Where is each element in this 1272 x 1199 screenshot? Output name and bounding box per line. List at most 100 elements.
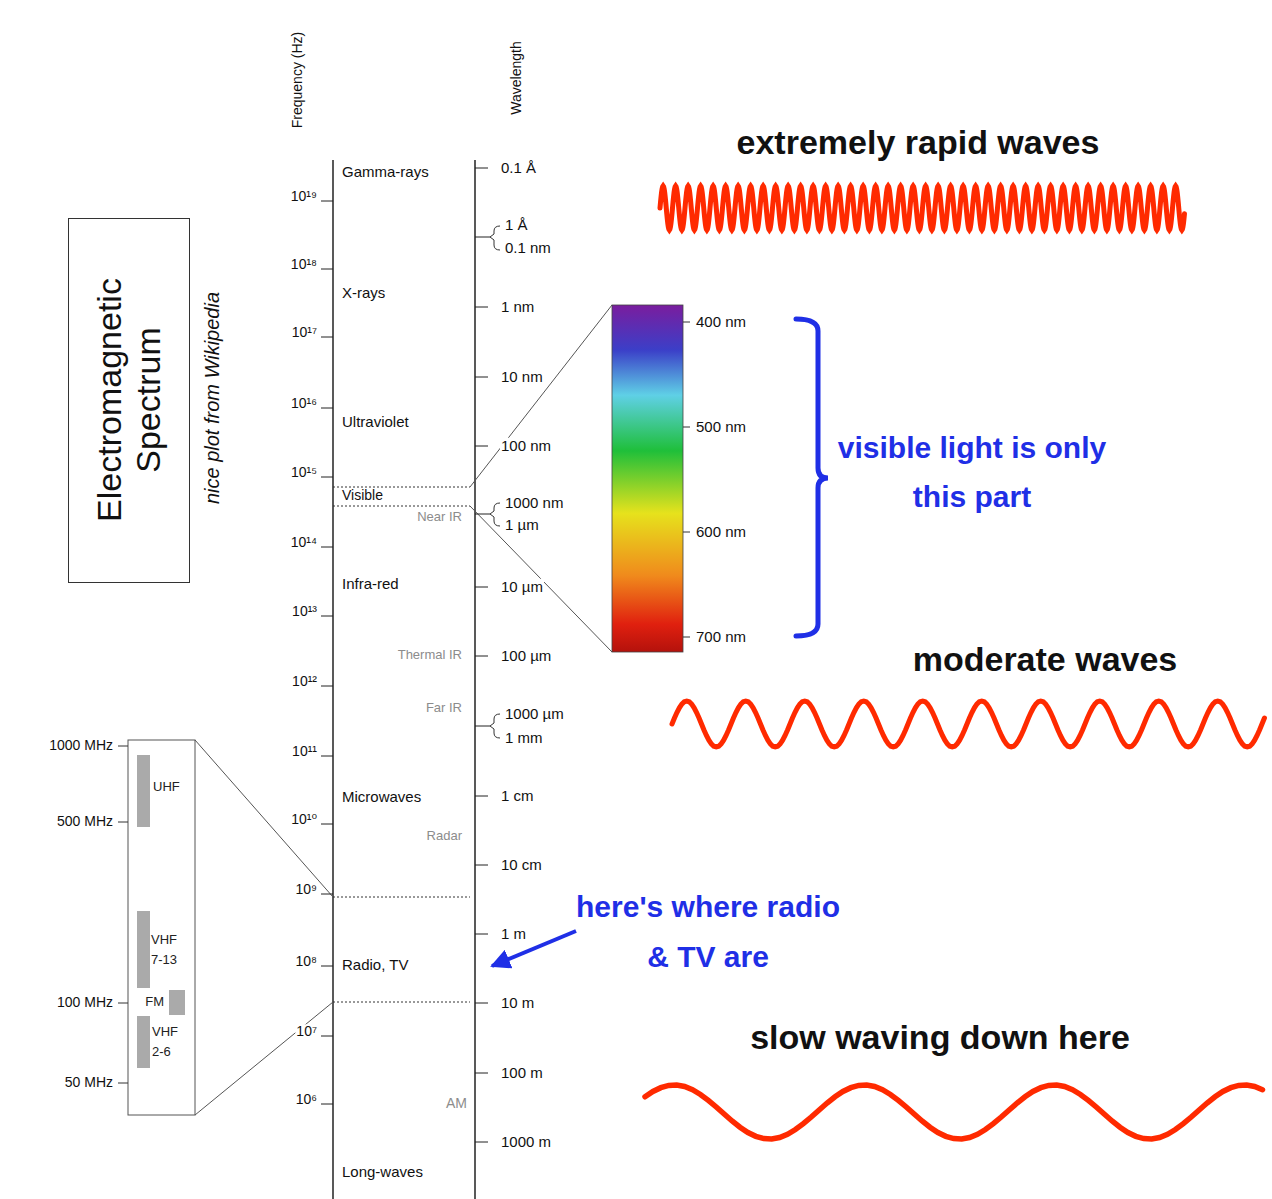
title-text: Electromagnetic Spectrum	[90, 235, 168, 565]
frequency-tick	[321, 337, 333, 338]
wavelength-tick	[475, 726, 490, 727]
wavelength-tick	[475, 514, 490, 515]
inset-frequency: 500 MHz	[56, 814, 114, 829]
inset-frequency: 1000 MHz	[48, 738, 114, 753]
wavelength-axis	[474, 160, 476, 1199]
zoom-line	[470, 305, 612, 487]
annotation: slow waving down here	[749, 1019, 1131, 1056]
wavelength-tick	[475, 1003, 488, 1004]
band-name: Long-waves	[341, 1164, 424, 1181]
frequency-tick	[321, 201, 333, 202]
wavelength-tick	[475, 656, 488, 657]
band-label: UHF	[153, 780, 180, 794]
wavelength-value: 1 µm	[504, 517, 540, 534]
tick	[118, 1083, 128, 1084]
band-name: Microwaves	[341, 789, 422, 806]
frequency-tick	[321, 477, 333, 478]
wavelength-value: 1 Å	[504, 217, 529, 234]
wavelength-value: 1000 µm	[504, 706, 565, 723]
visible-wavelength: 700 nm	[695, 629, 747, 646]
frequency-tick	[321, 269, 333, 270]
colour-bar-ticks	[683, 322, 690, 637]
wave-drawings	[645, 186, 1264, 1139]
band-label: VHF 2-6	[152, 1022, 190, 1062]
frequency-tick	[321, 824, 333, 825]
visible-wavelength: 600 nm	[695, 524, 747, 541]
frequency-value: 10¹⁷	[291, 325, 318, 340]
inset-frequency: 100 MHz	[56, 995, 114, 1010]
band-name: Far IR	[425, 701, 463, 715]
wavelength-tick	[475, 934, 488, 935]
frequency-value: 10¹³	[291, 604, 318, 619]
tick	[118, 746, 128, 747]
zoom-line	[195, 1002, 333, 1115]
wavelength-tick	[475, 796, 488, 797]
band-name: Near IR	[416, 510, 463, 524]
tick	[118, 1003, 128, 1004]
wavelength-value: 1000 nm	[504, 495, 564, 512]
wavelength-tick	[475, 1142, 488, 1143]
band-name: Ultraviolet	[341, 414, 410, 431]
frequency-value: 10⁷	[295, 1024, 318, 1039]
wavelength-tick	[475, 168, 488, 169]
band-label: VHF 7-13	[151, 930, 189, 970]
wavelength-value: 100 nm	[500, 438, 552, 455]
band-name: Radio, TV	[341, 957, 409, 974]
frequency-tick	[321, 1104, 333, 1105]
inset-ticks	[118, 746, 128, 1083]
wavelength-value: 1 nm	[500, 299, 535, 316]
band-name: Thermal IR	[397, 648, 463, 662]
divider-line	[333, 1002, 470, 1003]
band-name: AM	[445, 1096, 468, 1111]
source-note: nice plot from Wikipedia	[201, 291, 223, 505]
band-dividers	[333, 487, 470, 1002]
frequency-tick	[321, 1036, 333, 1037]
wave-line	[672, 701, 1264, 747]
frequency-axis	[332, 160, 334, 1199]
annotation: extremely rapid waves	[736, 124, 1101, 161]
band-name: X-rays	[341, 285, 386, 302]
frequency-value: 10¹⁴	[290, 535, 318, 550]
frequency-value: 10⁹	[294, 882, 318, 897]
frequency-value: 10⁸	[295, 954, 318, 969]
axis-title: Frequency (Hz)	[290, 31, 305, 129]
annotation: visible light is only this part	[821, 423, 1123, 521]
wavelength-value: 10 µm	[500, 579, 544, 596]
wavelength-value: 10 nm	[500, 369, 544, 386]
band-label: FM	[145, 995, 164, 1009]
visible-colour-bar	[612, 305, 683, 652]
wavelength-value: 0.1 nm	[504, 240, 552, 257]
frequency-value: 10¹⁸	[290, 257, 318, 272]
wavelength-tick	[475, 1073, 488, 1074]
frequency-tick	[321, 616, 333, 617]
wavelength-braces	[490, 226, 500, 738]
frequency-value: 10⁶	[295, 1092, 318, 1107]
wavelength-value: 10 m	[500, 995, 535, 1012]
title-box: Electromagnetic Spectrum	[68, 218, 190, 583]
frequency-value: 10¹²	[291, 674, 318, 689]
band-name: Infra-red	[341, 576, 400, 593]
wavelength-value: 100 m	[500, 1065, 544, 1082]
wavelength-value: 1 mm	[504, 730, 544, 747]
annotation: moderate waves	[912, 641, 1179, 678]
visible-wavelength: 400 nm	[695, 314, 747, 331]
tick	[683, 532, 690, 533]
band-name: Visible	[341, 488, 384, 503]
band-bar: VHF 7-13	[137, 911, 150, 988]
visible-bracket	[796, 319, 828, 636]
wavelength-tick	[475, 307, 488, 308]
frequency-tick	[321, 408, 333, 409]
divider-line	[333, 506, 470, 507]
band-name: Gamma-rays	[341, 164, 430, 181]
band-bar: UHF	[137, 755, 150, 827]
wavelength-tick	[475, 865, 488, 866]
zoom-line	[195, 740, 333, 897]
tick	[118, 822, 128, 823]
wave-line	[660, 186, 1184, 230]
wave-line	[645, 1085, 1263, 1139]
tick	[683, 427, 690, 428]
band-name: Radar	[426, 829, 463, 843]
wavelength-value: 1 cm	[500, 788, 535, 805]
wavelength-value: 10 cm	[500, 857, 543, 874]
